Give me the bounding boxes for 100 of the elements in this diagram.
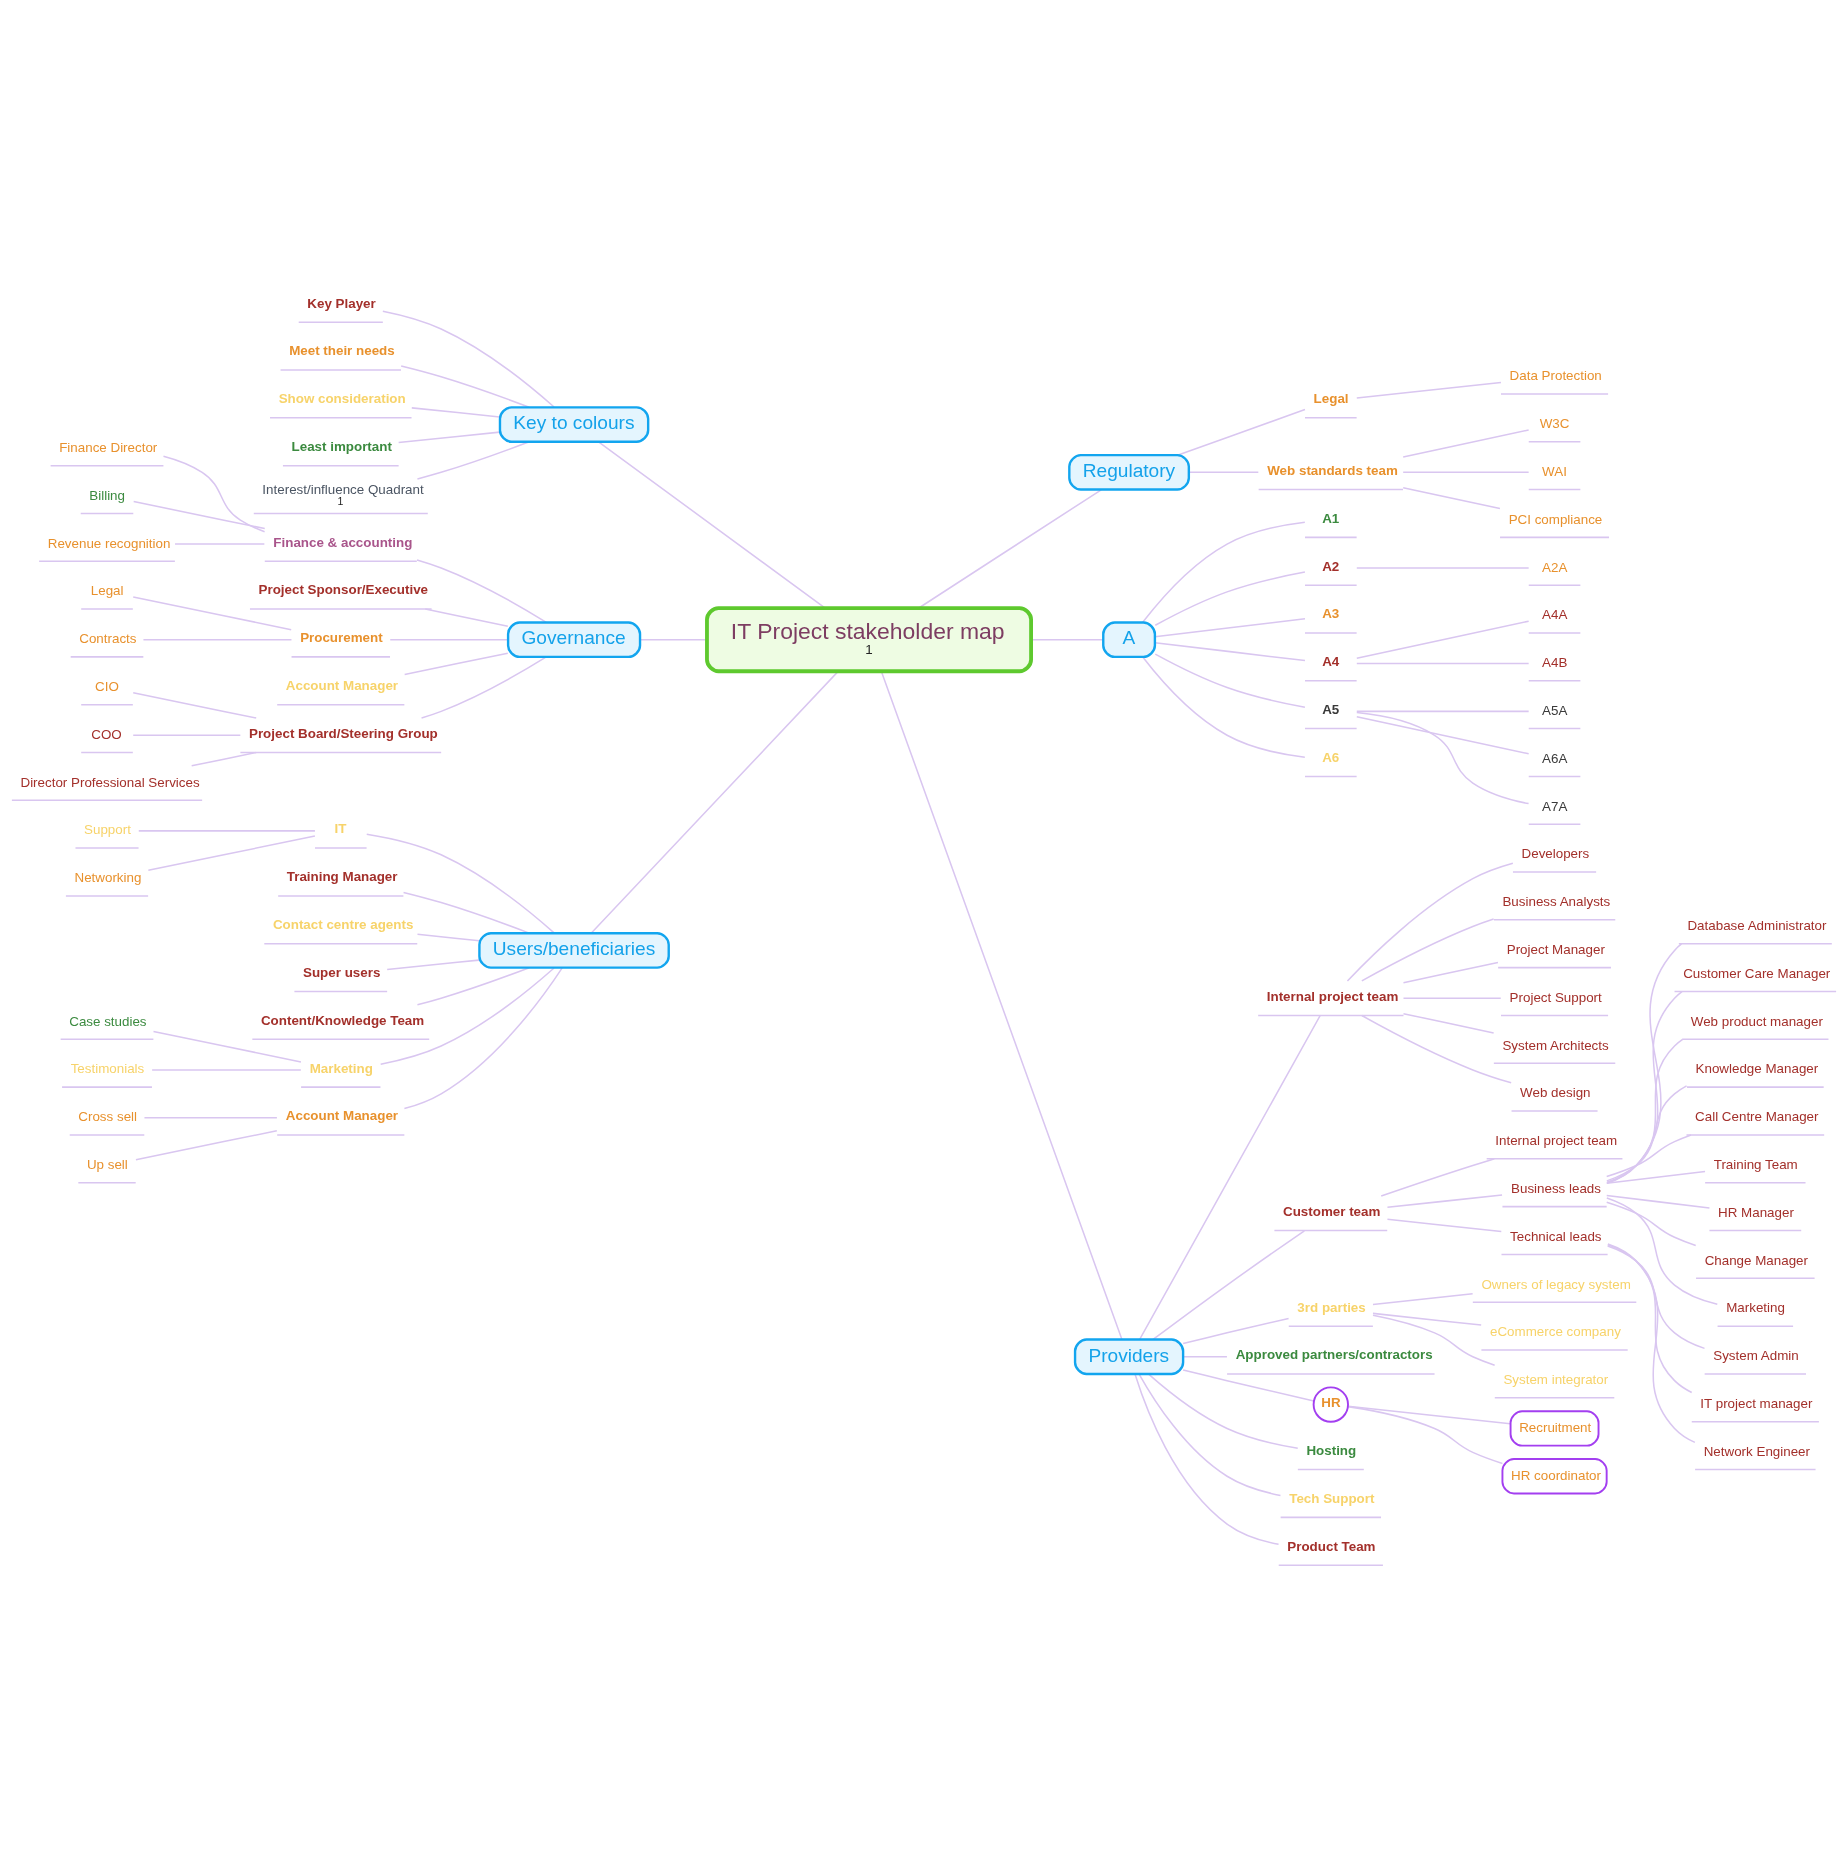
node-text: A4B — [1542, 655, 1568, 671]
connector — [1402, 487, 1501, 510]
node-text: Project Manager — [1506, 941, 1605, 957]
node-text: Testimonials — [70, 1061, 145, 1077]
node-text: CIO — [95, 679, 119, 695]
connector — [143, 1116, 278, 1119]
node-text: Product Team — [1287, 1538, 1376, 1554]
connector — [1361, 1014, 1512, 1084]
node-text: Legal — [90, 583, 124, 599]
node-text: Customer Care Manager — [1683, 965, 1831, 981]
node-text: Database Administrator — [1687, 918, 1827, 934]
node-text: Business Analysts — [1502, 894, 1611, 910]
node-text: A4A — [1542, 607, 1568, 623]
node-text: Finance Director — [59, 439, 158, 455]
connector — [1402, 429, 1530, 458]
node-text: A6A — [1542, 750, 1568, 766]
connector — [1356, 716, 1530, 755]
connector — [1138, 1373, 1282, 1497]
connector — [1346, 862, 1514, 982]
connector — [138, 830, 316, 832]
node-circle: HR — [1312, 1386, 1349, 1423]
connector — [1356, 662, 1530, 665]
connector — [1356, 567, 1530, 569]
node-text: Support — [84, 822, 131, 838]
connector — [132, 691, 257, 719]
connector — [152, 1030, 302, 1063]
node-text: A7A — [1542, 798, 1568, 814]
connector — [1182, 1317, 1290, 1345]
connector — [1607, 1243, 1693, 1394]
node-text: Procurement — [300, 630, 383, 646]
node-text: IT — [334, 821, 347, 837]
node-text: Project Sponsor/Executive — [258, 582, 429, 598]
node-text: A5 — [1322, 701, 1340, 717]
connector — [147, 835, 316, 872]
node-text: Case studies — [69, 1013, 147, 1029]
connector — [1605, 1170, 1706, 1185]
node-text: Director Professional Services — [20, 774, 200, 790]
node-text: System integrator — [1503, 1372, 1609, 1388]
node-text: PCI compliance — [1508, 511, 1603, 527]
connector — [397, 431, 501, 444]
connector — [411, 407, 501, 418]
node-text: Marketing — [1726, 1300, 1785, 1316]
node-text: Data Protection — [1509, 368, 1602, 384]
node-text: Least important — [291, 439, 392, 455]
connector — [1402, 997, 1502, 999]
node-box: Providers — [1073, 1338, 1185, 1376]
node-text: Show consideration — [278, 391, 406, 407]
connector — [1606, 1085, 1688, 1182]
connector — [389, 638, 509, 641]
node-text: Contracts — [79, 631, 137, 647]
node-text: Key Player — [307, 295, 376, 311]
node-text: Super users — [303, 964, 381, 980]
connector — [386, 959, 480, 971]
node-text: WAI — [1542, 463, 1567, 479]
connector — [403, 967, 563, 1110]
connector — [1402, 471, 1530, 474]
connector — [416, 933, 481, 942]
connector — [174, 543, 266, 545]
connector — [1141, 521, 1306, 624]
connector — [1606, 1197, 1719, 1305]
connector — [135, 1129, 278, 1161]
node-text: Account Manager — [285, 1108, 399, 1124]
node-box: Regulatory — [1068, 453, 1191, 491]
connector — [1607, 1243, 1696, 1444]
connector — [132, 734, 242, 737]
connector — [1154, 653, 1306, 708]
node-text: COO — [91, 726, 122, 742]
node-box: Governance — [506, 621, 642, 659]
connector — [142, 638, 293, 641]
node-text: Contact centre agents — [272, 917, 414, 933]
node-text: Technical leads — [1510, 1228, 1602, 1244]
connector — [1347, 1405, 1504, 1465]
node-text: Meet their needs — [289, 343, 395, 359]
node-text: Cross sell — [78, 1109, 138, 1125]
node-text: Call Centre Manager — [1695, 1109, 1819, 1125]
node-text: Content/Knowledge Team — [260, 1012, 425, 1028]
connector — [1154, 571, 1306, 626]
node-text: Web design — [1520, 1085, 1591, 1101]
node-text: 3rd parties — [1297, 1299, 1366, 1315]
node-box: Recruitment — [1509, 1410, 1600, 1447]
connector — [1386, 1194, 1503, 1209]
node-text: Internal project team — [1266, 988, 1399, 1004]
node-text: Web standards team — [1267, 462, 1398, 478]
connector — [151, 1069, 302, 1071]
connector — [190, 751, 257, 767]
node-text: Internal project team — [1495, 1133, 1618, 1149]
node-text: Networking — [74, 870, 142, 886]
connector — [1402, 961, 1499, 984]
node-text: Account Manager — [285, 678, 399, 694]
connector — [1188, 471, 1260, 474]
node-box: HR coordinator — [1501, 1458, 1608, 1495]
connector — [1605, 1194, 1711, 1209]
connector — [1372, 1293, 1474, 1306]
node-text: Project Support — [1509, 989, 1602, 1005]
connector — [1372, 1312, 1482, 1326]
node-text: IT project manager — [1700, 1396, 1813, 1412]
node-text: Owners of legacy system — [1481, 1276, 1631, 1292]
node-text: Up sell — [86, 1157, 128, 1173]
node-text: A2A — [1542, 559, 1568, 575]
node-text: System Admin — [1713, 1348, 1799, 1364]
